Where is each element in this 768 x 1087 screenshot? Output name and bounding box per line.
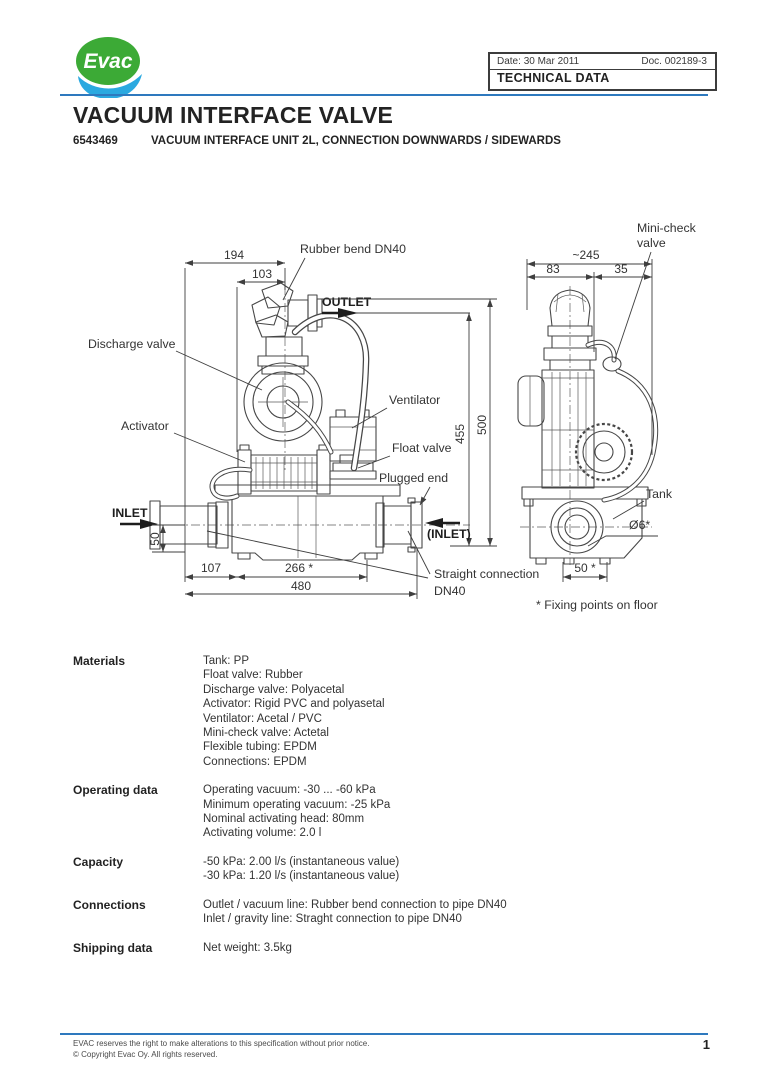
doc-label: Doc.: [641, 56, 662, 67]
side-body-outline: [517, 289, 597, 489]
product-code: 6543469: [73, 135, 118, 147]
spec-sections: Materials Tank: PP Float valve: Rubber D…: [73, 654, 703, 969]
rubber-bend-label: Rubber bend DN40: [300, 242, 406, 256]
date-value: 30 Mar 2011: [523, 56, 580, 67]
section-lines: Net weight: 3.5kg: [203, 941, 292, 955]
section-label: Connections: [73, 897, 146, 912]
section-lines: Tank: PP Float valve: Rubber Discharge v…: [203, 654, 385, 769]
front-view-drawing: 194 103 OUTLET 455 500 INLET (INLET): [88, 242, 539, 599]
section-label: Shipping data: [73, 940, 153, 955]
spec-line: -50 kPa: 2.00 l/s (instantaneous value): [203, 855, 400, 868]
mini-check-valve-label-2: valve: [637, 236, 666, 250]
section-lines: Outlet / vacuum line: Rubber bend connec…: [203, 898, 507, 927]
straight-connection-label-1: Straight connection: [434, 567, 539, 581]
spec-line: Net weight: 3.5kg: [203, 941, 292, 954]
discharge-valve-outline: [243, 362, 323, 442]
spec-line: Float valve: Rubber: [203, 669, 303, 682]
ventilator-label: Ventilator: [389, 393, 440, 407]
footer-text: EVAC reserves the right to make alterati…: [73, 1039, 369, 1060]
activator-label: Activator: [121, 419, 169, 433]
side-tubing-outline: [585, 339, 659, 503]
hole-dia-label: Ø6*: [629, 518, 650, 532]
spec-line: Activating volume: 2.0 l: [203, 827, 322, 840]
doc-info-row: Date: 30 Mar 2011 Doc. 002189-3: [490, 54, 715, 70]
footer-disclaimer: EVAC reserves the right to make alterati…: [73, 1039, 370, 1048]
date-label: Date:: [497, 56, 521, 67]
dim-500: 500: [475, 415, 489, 435]
footer-copyright: © Copyright Evac Oy. All rights reserved…: [73, 1049, 218, 1059]
doc-info-box: Date: 30 Mar 2011 Doc. 002189-3 TECHNICA…: [488, 52, 717, 91]
spec-line: Connections: EPDM: [203, 755, 307, 768]
date-pair: Date: 30 Mar 2011: [497, 56, 579, 67]
outlet-label: OUTLET: [322, 295, 372, 309]
float-valve-label: Float valve: [392, 441, 452, 455]
section-operating-data: Operating data Operating vacuum: -30 ...…: [73, 783, 703, 841]
dim-245: ~245: [572, 248, 599, 262]
dim-103: 103: [252, 267, 272, 281]
side-view-drawing: ~245 83 35 Mini-check valve Tank Ø6* 50 …: [517, 221, 697, 612]
page-subtitle: 6543469 VACUUM INTERFACE UNIT 2L, CONNEC…: [73, 135, 561, 147]
spec-line: Activator: Rigid PVC and polyasetal: [203, 698, 385, 711]
section-lines: Operating vacuum: -30 ... -60 kPa Minimu…: [203, 783, 390, 841]
side-ventilator-outline: [574, 422, 634, 482]
section-capacity: Capacity -50 kPa: 2.00 l/s (instantaneou…: [73, 855, 703, 884]
plugged-end-label: Plugged end: [379, 471, 448, 485]
dim-194: 194: [224, 248, 244, 262]
product-name: VACUUM INTERFACE UNIT 2L, CONNECTION DOW…: [150, 135, 561, 147]
doc-pair: Doc. 002189-3: [641, 56, 707, 67]
spec-line: Nominal activating head: 80mm: [203, 813, 365, 826]
section-shipping-data: Shipping data Net weight: 3.5kg: [73, 941, 703, 955]
spec-line: Discharge valve: Polyacetal: [203, 683, 345, 696]
evac-logo-text: Evac: [83, 50, 132, 73]
section-materials: Materials Tank: PP Float valve: Rubber D…: [73, 654, 703, 769]
dim-50-left: 50: [148, 532, 162, 546]
mini-check-valve-label-1: Mini-check: [637, 221, 697, 235]
section-lines: -50 kPa: 2.00 l/s (instantaneous value) …: [203, 855, 399, 884]
discharge-valve-label: Discharge valve: [88, 337, 176, 351]
dim-455: 455: [453, 424, 467, 444]
section-connections: Connections Outlet / vacuum line: Rubber…: [73, 898, 703, 927]
doc-box-title: TECHNICAL DATA: [497, 71, 610, 85]
spec-line: Tank: PP: [203, 655, 250, 667]
tank-side-outline: [521, 486, 649, 565]
spec-line: Flexible tubing: EPDM: [203, 741, 317, 754]
section-label: Capacity: [73, 854, 124, 869]
spec-line: Outlet / vacuum line: Rubber bend connec…: [203, 898, 507, 911]
dim-50-star: 50 *: [574, 561, 596, 575]
dim-83: 83: [546, 262, 560, 276]
page-number: 1: [702, 1037, 710, 1052]
fixing-note: * Fixing points on floor: [536, 598, 658, 612]
ventilator-outline: [329, 409, 377, 462]
straight-connection-label-2: DN40: [434, 584, 466, 598]
dim-480: 480: [291, 579, 311, 593]
doc-value: 002189-3: [664, 56, 707, 67]
page-title: VACUUM INTERFACE VALVE: [73, 102, 394, 128]
spec-line: Minimum operating vacuum: -25 kPa: [203, 798, 391, 811]
header-rule: [60, 94, 708, 96]
spec-line: Ventilator: Acetal / PVC: [203, 712, 322, 725]
flexible-tubing-outline: [209, 312, 370, 501]
inlet-alt-label: (INLET): [427, 527, 471, 541]
technical-drawing: 194 103 OUTLET 455 500 INLET (INLET): [88, 221, 697, 612]
spec-line: -30 kPa: 1.20 l/s (instantaneous value): [203, 870, 400, 883]
spec-line: Mini-check valve: Actetal: [203, 727, 329, 740]
spec-line: Inlet / gravity line: Straght connection…: [203, 913, 462, 926]
section-label: Materials: [73, 654, 126, 668]
tank-label: Tank: [646, 487, 673, 501]
spec-line: Operating vacuum: -30 ... -60 kPa: [203, 784, 376, 797]
footer-rule: [60, 1033, 708, 1035]
dim-107: 107: [201, 561, 221, 575]
dim-35: 35: [614, 262, 628, 276]
section-label: Operating data: [73, 783, 158, 798]
rubber-bend-outline: [251, 282, 323, 338]
dim-266: 266 *: [285, 561, 313, 575]
inlet-label: INLET: [112, 506, 148, 520]
evac-logo-icon: Evac: [76, 37, 142, 98]
tank-front-outline: [214, 484, 401, 561]
